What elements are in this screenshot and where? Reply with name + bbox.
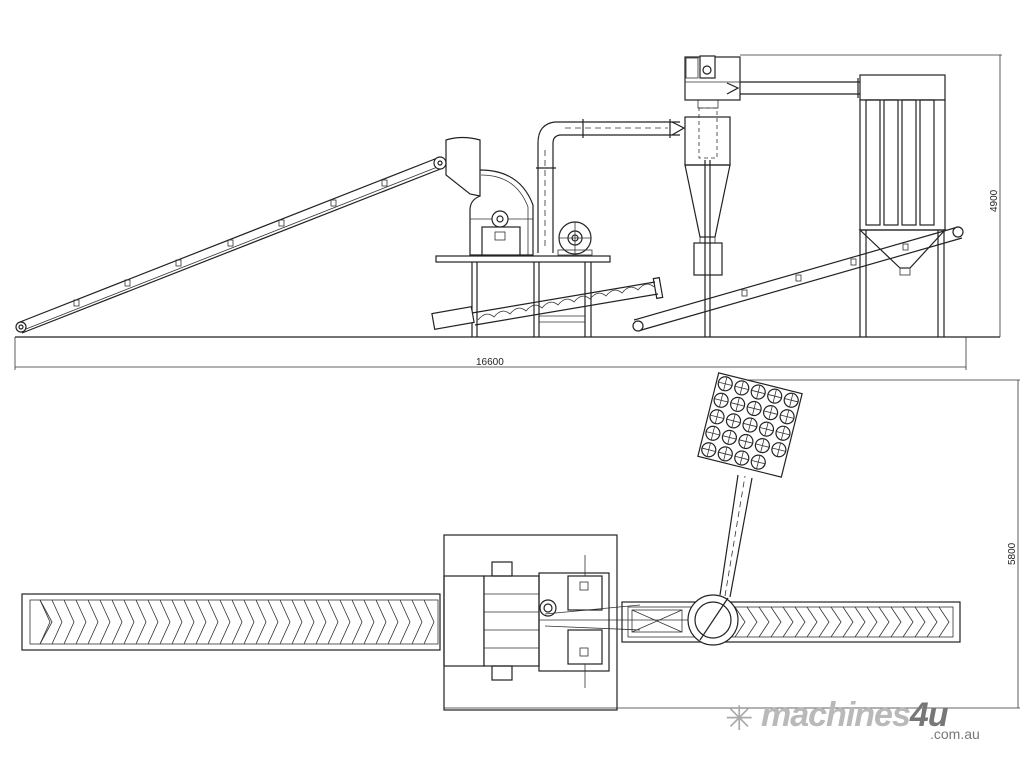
belt-chevron (255, 599, 267, 645)
discharge-conveyor-plan (621, 601, 961, 643)
belt-chevron (399, 599, 411, 645)
belt-chevron (902, 606, 914, 638)
belt-chevron (914, 606, 926, 638)
logo-brand: machines (761, 696, 911, 734)
belt-chevron (818, 606, 830, 638)
belt-chevron (195, 599, 207, 645)
belt-chevron (339, 599, 351, 645)
belt-chevron (411, 599, 423, 645)
mill-frame-plan (443, 534, 690, 711)
logo-brand-accent: 4u (909, 696, 949, 734)
logo-domain: .com.au (930, 726, 980, 742)
belt-chevron (231, 599, 243, 645)
motor (557, 221, 593, 256)
exhaust-fan (684, 55, 860, 101)
belt-chevron (938, 606, 950, 638)
bag-filter (858, 74, 947, 337)
belt-chevron (782, 606, 794, 638)
belt-chevron (878, 606, 890, 638)
belt-chevron (51, 599, 63, 645)
discharge-belt-conveyor (632, 226, 964, 332)
belt-chevron (159, 599, 171, 645)
belt-chevron (842, 606, 854, 638)
belt-chevron (183, 599, 195, 645)
belt-chevron (387, 599, 399, 645)
infeed-belt-conveyor (15, 156, 447, 334)
belt-chevron (363, 599, 375, 645)
belt-chevron (770, 606, 782, 638)
infeed-conveyor-plan (21, 593, 441, 651)
belt-chevron (111, 599, 123, 645)
cyclone-duct-plan (719, 474, 753, 598)
fan-plan (631, 594, 739, 646)
belt-chevron (794, 606, 806, 638)
belt-chevron (926, 606, 938, 638)
side-view: 16600 4900 (14, 54, 1002, 370)
belt-chevron (171, 599, 183, 645)
belt-chevron (375, 599, 387, 645)
cyclone-separator (684, 92, 731, 337)
belt-chevron (734, 606, 746, 638)
belt-chevron (854, 606, 866, 638)
machines4u-watermark: ✳ machines4u .com.au (725, 696, 995, 745)
belt-chevron (866, 606, 878, 638)
belt-chevron (99, 599, 111, 645)
snowflake-arrow-logo-icon: ✳ (725, 700, 754, 738)
belt-chevron (890, 606, 902, 638)
belt-chevron (315, 599, 327, 645)
height-dimension: 4900 (989, 189, 1000, 212)
belt-chevron (327, 599, 339, 645)
belt-chevron (63, 599, 75, 645)
belt-chevron (75, 599, 87, 645)
air-duct (536, 119, 686, 253)
belt-chevron (147, 599, 159, 645)
belt-chevron (207, 599, 219, 645)
width-dimension: 5800 (1007, 542, 1018, 565)
belt-chevron (806, 606, 818, 638)
belt-chevron (135, 599, 147, 645)
platform (435, 255, 611, 263)
belt-chevron (279, 599, 291, 645)
belt-chevron (291, 599, 303, 645)
plan-view: 5800 (21, 372, 1020, 711)
belt-chevron (219, 599, 231, 645)
belt-chevron (39, 599, 51, 645)
length-dimension: 16600 (476, 357, 504, 368)
belt-chevron (351, 599, 363, 645)
belt-chevron (830, 606, 842, 638)
belt-chevron (303, 599, 315, 645)
bag-filter-plan (697, 372, 803, 478)
belt-chevron (746, 606, 758, 638)
belt-chevron (87, 599, 99, 645)
belt-chevron (267, 599, 279, 645)
belt-chevron (758, 606, 770, 638)
belt-chevron (123, 599, 135, 645)
screw-conveyor (431, 276, 664, 331)
belt-chevron (243, 599, 255, 645)
belt-chevron (423, 599, 435, 645)
